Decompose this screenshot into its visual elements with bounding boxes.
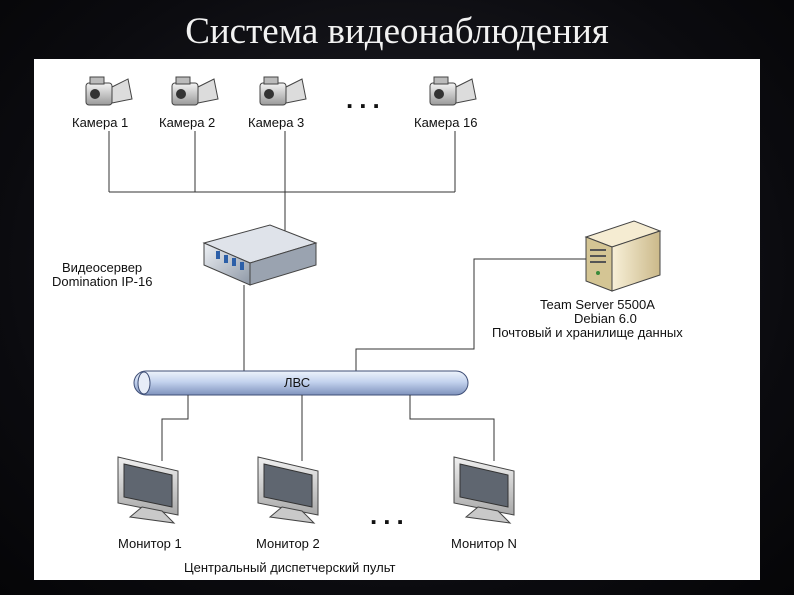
video-server-icon bbox=[202, 224, 318, 286]
camera-bus-lines bbox=[108, 131, 456, 231]
camera-1-icon bbox=[85, 76, 133, 106]
team-server-link bbox=[355, 258, 586, 371]
monitor-n-icon bbox=[453, 456, 515, 524]
video-server-label-line1: Видеосервер bbox=[62, 260, 143, 275]
monitor-n-label: Монитор N bbox=[451, 536, 517, 551]
camera-16-icon bbox=[429, 76, 477, 106]
monitor-links bbox=[161, 395, 495, 461]
lan-bus bbox=[133, 370, 469, 396]
camera-3-icon bbox=[259, 76, 307, 106]
monitor-2-icon bbox=[257, 456, 319, 524]
camera-3-label: Камера 3 bbox=[248, 115, 305, 130]
monitor-2-label: Монитор 2 bbox=[256, 536, 320, 551]
monitors-ellipsis: ... bbox=[370, 500, 410, 530]
team-server-icon bbox=[584, 220, 662, 292]
lan-label: ЛВС bbox=[284, 375, 311, 390]
camera-1-label: Камера 1 bbox=[72, 115, 129, 130]
team-server-label-line3: Почтовый и хранилище данных bbox=[492, 325, 683, 340]
camera-2-label: Камера 2 bbox=[159, 115, 216, 130]
slide-title: Система видеонаблюдения bbox=[185, 11, 609, 52]
video-server-label-line2: Domination IP-16 bbox=[52, 274, 153, 289]
diagram-panel: Камера 1 Камера 2 Камера 3 Камера 16 ...… bbox=[34, 59, 760, 580]
monitor-1-label: Монитор 1 bbox=[118, 536, 182, 551]
camera-16-label: Камера 16 bbox=[414, 115, 478, 130]
camera-2-icon bbox=[171, 76, 219, 106]
monitor-1-icon bbox=[117, 456, 179, 524]
cameras-ellipsis: ... bbox=[346, 84, 386, 114]
team-server-label-line1: Team Server 5500A bbox=[540, 297, 655, 312]
console-label: Центральный диспетчерский пульт bbox=[184, 560, 396, 575]
team-server-label-line2: Debian 6.0 bbox=[574, 311, 637, 326]
diagram-canvas bbox=[85, 76, 662, 524]
